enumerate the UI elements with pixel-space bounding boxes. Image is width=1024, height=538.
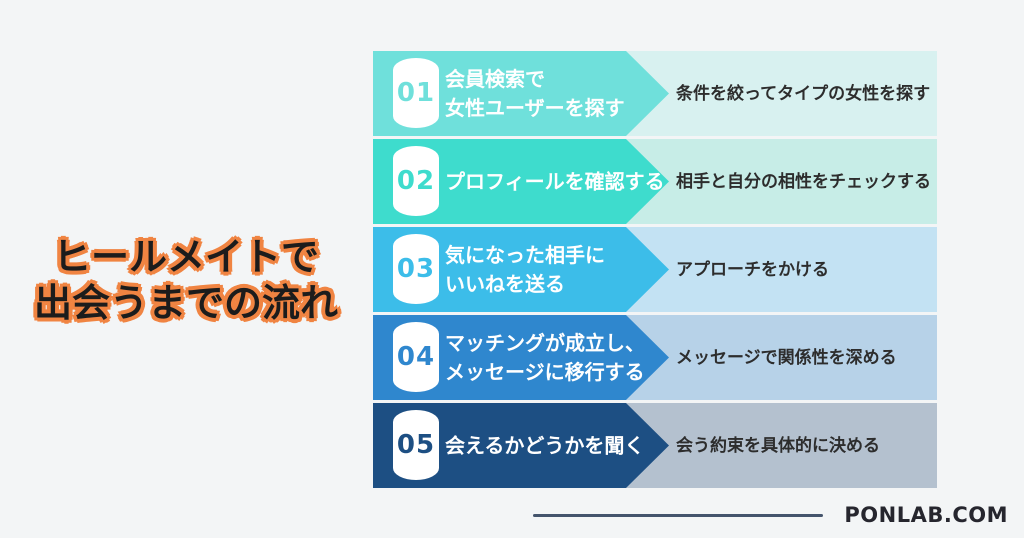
step-description: メッセージで関係性を深める — [676, 347, 897, 368]
step-arrow: 01 会員検索で 女性ユーザーを探す — [373, 51, 669, 136]
step-number: 03 — [396, 254, 436, 284]
step-number-badge: 05 — [393, 410, 439, 480]
poster-title: ヒールメイトで 出会うまでの流れ — [18, 235, 354, 326]
step-row-04: メッセージで関係性を深める 04 マッチングが成立し、 メッセージに移行する — [373, 315, 937, 400]
poster-title-line-1: ヒールメイトで — [52, 235, 319, 280]
step-row-01: 条件を絞ってタイプの女性を探す 01 会員検索で 女性ユーザーを探す — [373, 51, 937, 136]
step-label: 会えるかどうかを聞く — [445, 431, 644, 460]
step-description: 相手と自分の相性をチェックする — [676, 171, 931, 192]
step-number: 01 — [396, 78, 436, 108]
step-label-line: いいねを送る — [445, 271, 565, 296]
step-number-badge: 04 — [393, 322, 439, 392]
step-label: 気になった相手に いいねを送る — [445, 241, 605, 299]
step-number: 02 — [396, 166, 436, 196]
steps-panel: 条件を絞ってタイプの女性を探す 01 会員検索で 女性ユーザーを探す 相手と自分… — [373, 51, 937, 488]
step-row-02: 相手と自分の相性をチェックする 02 プロフィールを確認する — [373, 139, 937, 224]
step-arrow: 04 マッチングが成立し、 メッセージに移行する — [373, 315, 669, 400]
step-label: 会員検索で 女性ユーザーを探す — [445, 65, 625, 123]
step-label-line: 気になった相手に — [445, 242, 605, 267]
footer-divider — [533, 513, 824, 517]
poster-title-line-2: 出会うまでの流れ — [33, 281, 338, 326]
step-description: 条件を絞ってタイプの女性を探す — [676, 83, 931, 104]
step-description: アプローチをかける — [676, 259, 829, 280]
step-row-05: 会う約束を具体的に決める 05 会えるかどうかを聞く — [373, 403, 937, 488]
footer: PONLAB.COM — [533, 501, 1008, 529]
step-label: マッチングが成立し、 メッセージに移行する — [445, 329, 645, 387]
step-number-badge: 01 — [393, 58, 439, 128]
step-description: 会う約束を具体的に決める — [676, 435, 880, 456]
step-row-03: アプローチをかける 03 気になった相手に いいねを送る — [373, 227, 937, 312]
footer-brand: PONLAB.COM — [844, 503, 1008, 527]
step-arrow: 03 気になった相手に いいねを送る — [373, 227, 669, 312]
step-label-line: 女性ユーザーを探す — [445, 95, 625, 120]
step-label-line: マッチングが成立し、 — [445, 330, 645, 355]
step-number-badge: 03 — [393, 234, 439, 304]
step-number: 04 — [396, 342, 436, 372]
step-arrow: 02 プロフィールを確認する — [373, 139, 669, 224]
step-number-badge: 02 — [393, 146, 439, 216]
step-label: プロフィールを確認する — [445, 167, 665, 196]
step-label-line: プロフィールを確認する — [445, 169, 665, 193]
step-arrow: 05 会えるかどうかを聞く — [373, 403, 669, 488]
step-label-line: 会えるかどうかを聞く — [445, 433, 645, 457]
step-label-line: 会員検索で — [445, 66, 545, 91]
step-label-line: メッセージに移行する — [445, 359, 645, 384]
step-number: 05 — [396, 430, 436, 460]
